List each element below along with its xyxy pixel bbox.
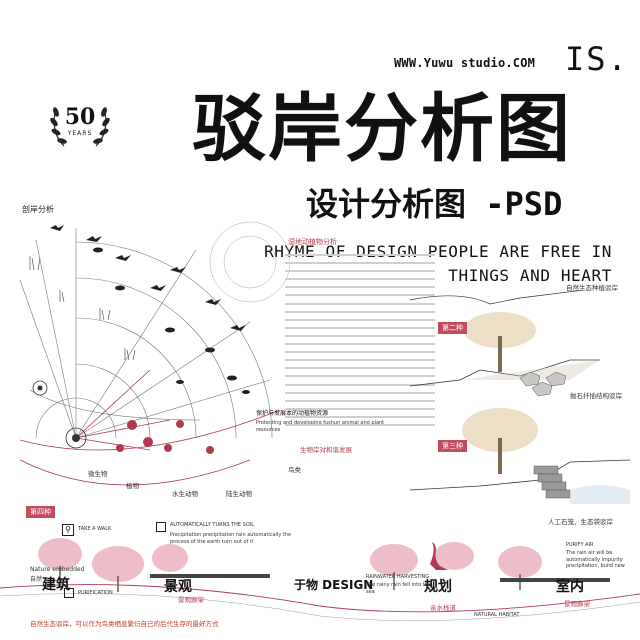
rainwater-label: RAINWATER HARVESTING [366,574,430,580]
bottom-word-design: 于物 DESIGN [294,578,374,592]
fan-label-plant: 植物 [126,482,139,490]
rainwater-desc: The rainy rain fell into the sea [366,582,431,595]
fan-label-aquatic: 水生动物 [172,490,198,498]
callout-protect-en: Protecting and developing fushun animal … [256,420,384,433]
callout-harmony: 生物岸对和谐发展 [300,446,352,454]
purify-air-label: PURIFY AIR [566,542,594,548]
bottom-word-architecture: 建筑 [42,577,70,593]
bank-type1-label: 自然生态种植驳岸 [566,284,618,292]
soil-icon [156,522,166,532]
fan-diagram-title: 剖岸分析 [22,205,54,214]
nature-zh-label: 自然 [30,576,43,583]
bank-type2-label: 抛石扦插结构驳岸 [570,392,622,400]
note-boardwalk: 亲水栈道 [430,604,456,612]
bottom-word-planning: 规划 [424,579,452,595]
nature-embedded-label: Nature embedded [30,566,85,573]
studio-mark: IS. [565,40,629,78]
bank-type4-tag: 第四种 [26,506,55,518]
note-pavilion-1: 景观廊架 [178,596,204,604]
description-block [285,252,453,430]
purification-icon [64,588,74,598]
walk-icon: ⚲ [62,524,74,536]
purification-label: PURIFICATION [78,590,113,596]
bank-sections [409,290,631,504]
page-title: 驳岸分析图 [192,86,572,172]
natural-habitat-label: NATURAL HABITAT [474,612,520,618]
bank-type2-tag: 第二种 [438,322,467,334]
bottom-caption: 自然生态驳岸，可以作为鸟类栖息繁衍自己的后代生存的最好方式 [30,620,219,628]
page-subtitle: 设计分析图 -PSD [306,185,563,223]
badge-caption: YEARS [67,130,93,137]
tagline-line2: THINGS AND HEART [448,266,612,285]
callout-protect: 保护与发展本的动植物资源 [256,410,329,417]
bottom-word-landscape: 景观 [164,579,192,595]
auto-soil-desc: Precipitation precipitation rain automat… [170,532,292,545]
fan-label-bird: 鸟类 [288,466,301,474]
tagline-line1: RHYME OF DESIGN PEOPLE ARE FREE IN [264,242,612,261]
fan-label-terrestrial: 陆生动物 [226,490,252,498]
bank-type3-tag: 第三种 [438,440,467,452]
laurel-icon [50,107,110,147]
badge-number: 50 [64,104,96,130]
fan-diagram [19,221,290,486]
take-walk-label: TAKE A WALK [78,526,112,532]
auto-soil-label: AUTOMATICALLY TURNS THE SOIL [170,522,255,528]
bottom-word-interior: 室内 [556,579,584,595]
purify-air-desc: The rain air will be automatically impur… [566,550,625,569]
bank-type3-label: 人工石笼、生态袋驳岸 [548,518,613,526]
anniversary-badge: 50 YEARS [44,86,116,158]
fan-label-microbe: 微生物 [88,470,108,478]
callout-wetland: 湿地动植物分析 [288,238,337,246]
note-pavilion-2: 景观廊架 [564,600,590,608]
bottom-landscape [0,538,640,621]
studio-url[interactable]: WWW.Yuwu studio.COM [394,56,536,70]
